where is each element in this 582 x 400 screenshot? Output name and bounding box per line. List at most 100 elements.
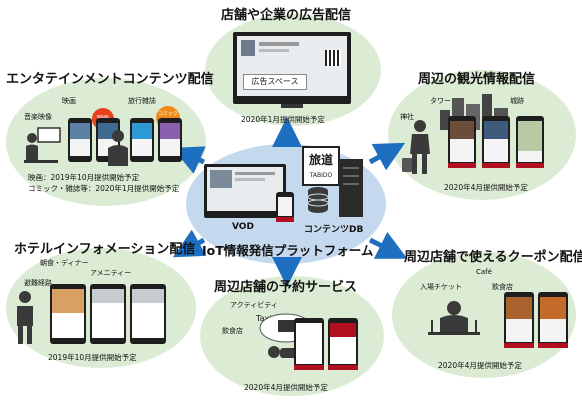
traveler-icon <box>402 120 430 174</box>
database-icon <box>307 187 329 213</box>
entertainment-label-movie: 映画 <box>62 97 76 105</box>
entertainment-title: エンタテインメントコンテンツ配信 <box>6 72 214 87</box>
reservation-label-taxi: Taxi <box>256 314 272 323</box>
center-tv-bar-1 <box>235 172 275 175</box>
person-sitting-icon <box>24 127 61 163</box>
phone-thumb <box>52 289 84 313</box>
phone-screen <box>160 123 180 156</box>
tourism-phone-3 <box>516 116 544 168</box>
phone-screen <box>540 297 566 342</box>
phone-thumb <box>540 297 566 319</box>
phone-thumb <box>330 323 356 337</box>
phone-thumb <box>92 289 124 303</box>
reservation-phone-1 <box>294 318 324 370</box>
phone-screen <box>132 123 152 156</box>
server-icon <box>339 159 363 217</box>
hotel-label-amenity: アメニティー <box>90 269 132 277</box>
hotel-label-route: 避難経路 <box>24 279 52 287</box>
phone-thumb <box>506 297 532 319</box>
phone-screen <box>132 289 164 338</box>
entertainment-date-1: 映画：2019年10月提供開始予定 <box>28 173 140 182</box>
phone-red-bar <box>294 365 324 370</box>
entertainment-label-music: 音楽映像 <box>24 113 52 121</box>
phone-red-bar <box>504 343 534 348</box>
hotel-date: 2019年10月提供開始予定 <box>48 353 137 362</box>
center-tv <box>204 164 286 218</box>
tourism-phone-2 <box>482 116 510 168</box>
hotel-phone-1 <box>50 284 86 344</box>
advert-space-label: 広告スペース <box>243 74 307 90</box>
phone-red-bar <box>516 163 544 168</box>
person-reading-icon <box>108 130 128 166</box>
coupon-label-cafe: Café <box>476 268 492 276</box>
arrow-upper-right <box>368 142 406 171</box>
tourism-label-castle: 城跡 <box>510 97 524 105</box>
hotel-title: ホテルインフォメーション配信 <box>14 242 196 257</box>
phone-screen <box>278 197 292 216</box>
hotel-phone-2 <box>90 284 126 344</box>
phone-screen <box>70 123 90 156</box>
coupon-date: 2020年4月提供開始予定 <box>438 361 522 370</box>
phone-screen <box>484 121 508 162</box>
center-logo-sub: TABIDO <box>309 172 333 179</box>
center-logo: 旅道 TABIDO <box>302 146 340 186</box>
phone-screen <box>52 289 84 338</box>
coupon-phone-2 <box>538 292 568 348</box>
phone-thumb <box>450 121 474 139</box>
coupon-phone-1 <box>504 292 534 348</box>
center-vod-label: VOD <box>232 222 254 232</box>
coupon-label-restaurant: 飲食店 <box>492 283 513 291</box>
entertainment-phone-3 <box>130 118 154 162</box>
reservation-phone-2 <box>328 318 358 370</box>
entertainment-phone-1 <box>68 118 92 162</box>
phone-screen <box>518 121 542 162</box>
phone-screen <box>330 323 356 364</box>
tourism-label-tower: タワー <box>430 97 451 105</box>
phone-red-bar <box>538 343 568 348</box>
coupon-title: 周辺店舗で使えるクーポン配信 <box>404 250 582 265</box>
center-tv-bar-2 <box>235 178 265 181</box>
hotel-phone-3 <box>130 284 166 344</box>
tourism-phone-1 <box>448 116 476 168</box>
reservation-label-restaurant: 飲食店 <box>222 327 243 335</box>
phone-thumb <box>70 123 90 139</box>
advert-date: 2020年1月提供開始予定 <box>241 115 325 124</box>
phone-screen <box>450 121 474 162</box>
phone-thumb <box>132 289 164 303</box>
center-contents-db-label: コンテンツDB <box>304 225 364 235</box>
entertainment-phone-4 <box>158 118 182 162</box>
advert-qr <box>325 50 341 66</box>
reservation-title: 周辺店舗の予約サービス <box>214 280 358 295</box>
advert-tv: 広告スペース <box>233 32 351 108</box>
tourism-label-shrine: 神社 <box>400 113 414 121</box>
phone-thumb <box>132 123 152 139</box>
phone-screen <box>92 289 124 338</box>
arrow-lower-right <box>368 231 408 259</box>
center-tv-screen <box>207 167 283 211</box>
coupon-label-ticket: 入場チケット <box>420 283 462 291</box>
advert-tv-stand <box>281 104 303 108</box>
platform-label: IoT情報発信プラットフォーム <box>202 243 374 258</box>
person-dining-icon <box>428 301 480 335</box>
person-standing-icon <box>17 291 33 344</box>
center-tv-thumb <box>210 170 232 188</box>
advert-title: 店舗や企業の広告配信 <box>221 8 352 23</box>
tourism-title: 周辺の観光情報配信 <box>418 72 536 87</box>
advert-tv-screen: 広告スペース <box>237 36 347 96</box>
arrow-upper-left <box>172 146 206 174</box>
phone-screen <box>296 323 322 364</box>
advert-bar-2 <box>259 49 289 52</box>
advert-bar-1 <box>259 42 299 46</box>
tourism-date: 2020年4月提供開始予定 <box>444 183 528 192</box>
phone-thumb <box>160 123 180 139</box>
phone-red-bar <box>276 217 294 222</box>
phone-thumb <box>518 121 542 151</box>
center-logo-text: 旅道 <box>308 153 333 167</box>
hotel-label-meal: 朝食・ディナー <box>40 259 89 267</box>
phone-red-bar <box>448 163 476 168</box>
phone-screen <box>506 297 532 342</box>
advert-person-thumb <box>241 40 255 56</box>
entertainment-date-2: コミック・雑誌等：2020年1月提供開始予定 <box>28 184 180 193</box>
reservation-date: 2020年4月提供開始予定 <box>244 383 328 392</box>
